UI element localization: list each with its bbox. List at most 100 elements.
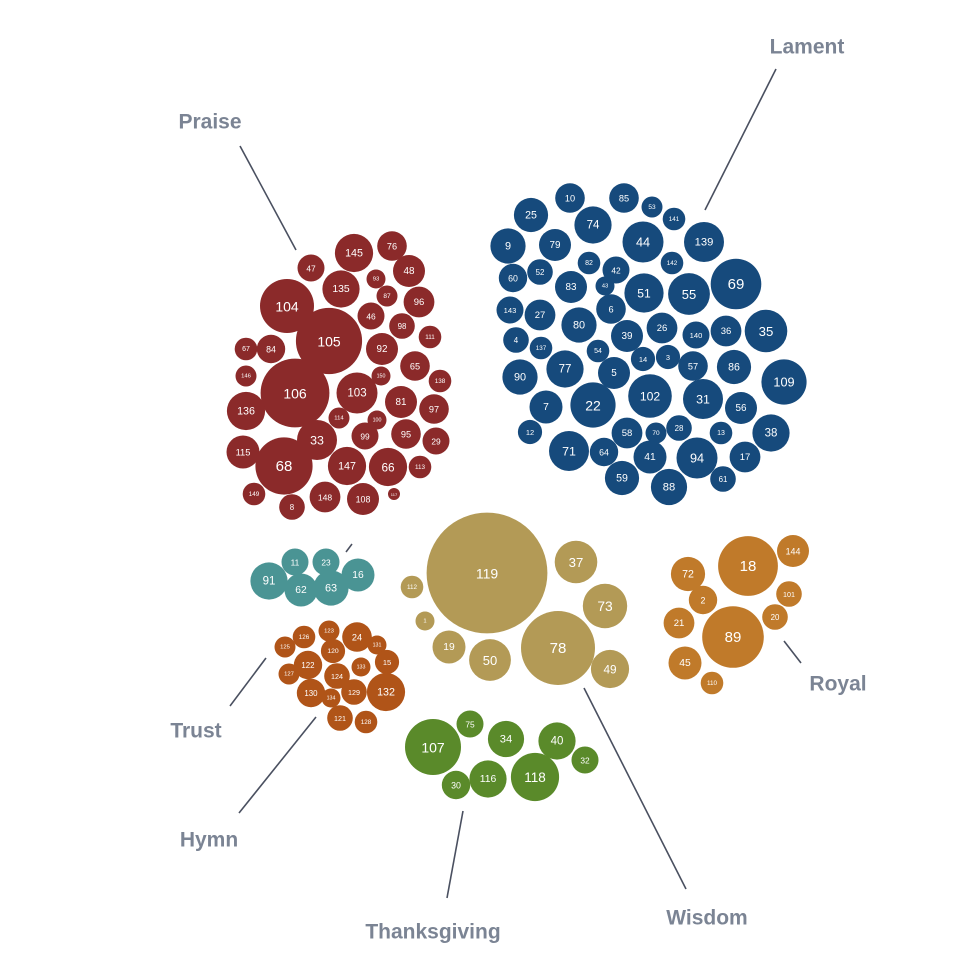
bubble-label-95: 95 bbox=[401, 430, 411, 440]
bubble-label-25: 25 bbox=[525, 210, 537, 222]
group-label-thanksgiving: Thanksgiving bbox=[365, 921, 500, 944]
bubble-psalm-119 bbox=[426, 512, 548, 634]
bubble-label-42: 42 bbox=[611, 266, 621, 276]
bubble-psalm-71 bbox=[549, 431, 589, 471]
bubble-psalm-57 bbox=[678, 351, 708, 381]
group-label-hymn: Hymn bbox=[180, 829, 238, 852]
bubble-psalm-54 bbox=[586, 339, 610, 363]
bubble-label-136: 136 bbox=[237, 406, 255, 418]
bubble-label-19: 19 bbox=[443, 642, 455, 653]
bubble-psalm-114 bbox=[328, 407, 350, 429]
bubble-psalm-101 bbox=[776, 581, 802, 607]
bubble-psalm-45 bbox=[668, 646, 702, 680]
bubble-psalm-85 bbox=[609, 183, 639, 213]
bubble-psalm-63 bbox=[313, 570, 349, 606]
bubble-label-7: 7 bbox=[543, 402, 549, 413]
bubble-psalm-7 bbox=[529, 390, 563, 424]
bubble-psalm-102 bbox=[628, 374, 672, 418]
bubble-label-51: 51 bbox=[637, 287, 651, 301]
bubble-label-85: 85 bbox=[619, 194, 629, 204]
bubble-label-86: 86 bbox=[728, 362, 740, 374]
bubble-psalm-48 bbox=[393, 255, 425, 287]
bubble-label-11: 11 bbox=[291, 558, 300, 568]
bubble-label-115: 115 bbox=[236, 448, 251, 458]
bubble-psalm-35 bbox=[744, 309, 788, 353]
bubble-label-18: 18 bbox=[740, 558, 757, 575]
bubble-label-58: 58 bbox=[622, 428, 633, 439]
bubble-label-70: 70 bbox=[652, 430, 660, 437]
bubble-label-31: 31 bbox=[696, 393, 710, 407]
bubble-psalm-18 bbox=[718, 536, 778, 596]
bubble-psalm-139 bbox=[684, 222, 724, 262]
bubble-label-126: 126 bbox=[299, 634, 310, 641]
bubble-psalm-32 bbox=[571, 746, 599, 774]
bubble-label-9: 9 bbox=[505, 241, 511, 253]
bubble-label-145: 145 bbox=[345, 248, 363, 260]
bubble-label-10: 10 bbox=[565, 194, 575, 204]
bubble-psalm-111 bbox=[418, 325, 442, 349]
bubble-psalm-3 bbox=[655, 344, 681, 370]
bubble-label-50: 50 bbox=[483, 653, 497, 668]
bubble-psalm-77 bbox=[546, 350, 584, 388]
bubble-psalm-15 bbox=[374, 649, 400, 675]
bubble-label-43: 43 bbox=[602, 284, 609, 290]
group-labels: PraiseLamentTrustHymnWisdomRoyalThanksgi… bbox=[170, 36, 866, 944]
bubble-label-30: 30 bbox=[451, 781, 461, 791]
bubble-label-128: 128 bbox=[361, 719, 372, 726]
bubble-psalm-84 bbox=[256, 334, 286, 364]
bubble-label-103: 103 bbox=[347, 388, 366, 400]
bubble-label-52: 52 bbox=[536, 268, 545, 277]
bubble-label-53: 53 bbox=[648, 204, 656, 211]
bubble-label-148: 148 bbox=[318, 493, 333, 503]
bubble-psalm-141 bbox=[662, 207, 686, 231]
bubble-psalm-73 bbox=[582, 583, 628, 629]
bubble-label-137: 137 bbox=[536, 345, 547, 352]
bubble-label-71: 71 bbox=[562, 445, 576, 459]
leader-line-praise bbox=[239, 145, 297, 251]
bubble-label-117: 117 bbox=[391, 492, 398, 497]
bubble-psalm-6 bbox=[596, 294, 626, 324]
group-label-trust: Trust bbox=[170, 720, 221, 743]
bubble-label-67: 67 bbox=[242, 346, 250, 353]
bubble-psalm-62 bbox=[284, 573, 318, 607]
bubble-psalm-105 bbox=[295, 307, 363, 375]
leader-line-wisdom bbox=[583, 687, 687, 890]
bubble-label-99: 99 bbox=[360, 432, 370, 442]
bubble-label-4: 4 bbox=[514, 336, 519, 345]
bubble-label-119: 119 bbox=[476, 566, 499, 582]
bubble-psalm-17 bbox=[729, 441, 761, 473]
bubble-psalm-28 bbox=[666, 415, 692, 441]
bubble-psalm-11 bbox=[281, 548, 309, 576]
bubble-label-96: 96 bbox=[414, 297, 425, 308]
bubble-label-149: 149 bbox=[249, 491, 260, 498]
bubble-psalm-88 bbox=[650, 468, 688, 506]
leader-line-lament bbox=[704, 68, 777, 211]
bubble-label-102: 102 bbox=[640, 390, 661, 404]
bubble-label-40: 40 bbox=[551, 736, 564, 748]
bubble-psalm-64 bbox=[589, 437, 619, 467]
bubble-psalm-115 bbox=[226, 435, 260, 469]
bubble-psalm-21 bbox=[663, 607, 695, 639]
bubble-label-118: 118 bbox=[524, 770, 546, 785]
bubble-psalm-89 bbox=[702, 606, 764, 668]
bubble-label-16: 16 bbox=[352, 570, 364, 581]
bubble-label-73: 73 bbox=[597, 599, 613, 614]
bubble-psalm-20 bbox=[762, 604, 788, 630]
bubble-psalm-86 bbox=[716, 349, 752, 385]
bubble-label-28: 28 bbox=[675, 424, 684, 433]
bubble-psalm-41 bbox=[633, 440, 667, 474]
bubble-psalm-55 bbox=[668, 273, 710, 315]
bubble-label-146: 146 bbox=[241, 374, 252, 380]
bubble-label-46: 46 bbox=[366, 312, 376, 322]
bubble-psalm-108 bbox=[347, 483, 379, 515]
leader-tick-trust bbox=[345, 543, 353, 553]
bubble-psalm-69 bbox=[710, 258, 762, 310]
bubble-label-13: 13 bbox=[717, 430, 725, 437]
bubble-label-77: 77 bbox=[559, 364, 572, 376]
bubble-label-129: 129 bbox=[348, 688, 360, 697]
bubble-label-6: 6 bbox=[608, 305, 613, 315]
bubble-label-22: 22 bbox=[585, 398, 601, 414]
